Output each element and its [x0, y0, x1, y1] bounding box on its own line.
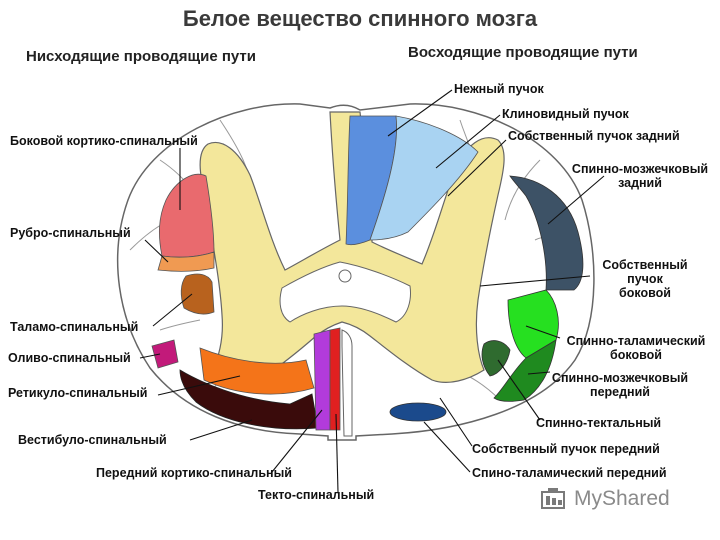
vestibulospinal — [179, 369, 319, 430]
label-anterior-corticospinal: Передний кортико-спинальный — [96, 466, 292, 480]
page-title: Белое вещество спинного мозга — [182, 6, 538, 31]
label-lateral-proper-line1: Собственный — [602, 258, 688, 272]
anterior-spinocerebellar — [493, 339, 557, 402]
posterior-spinocerebellar — [509, 175, 584, 291]
label-cuneate: Клиновидный пучок — [502, 107, 629, 121]
label-lateral-spinothalamic-line1: Спинно-таламический — [566, 334, 706, 348]
label-posterior-spinocerebellar-line2: задний — [618, 176, 662, 190]
label-lateral-spinothalamic: Спинно-таламический боковой — [556, 334, 716, 362]
reticulospinal — [199, 347, 315, 395]
anterior-corticospinal — [313, 329, 331, 431]
anterior-proper-fasciculus — [389, 402, 447, 422]
label-lateral-proper: Собственный пучок боковой — [590, 258, 700, 300]
label-lateral-proper-line2: пучок — [627, 272, 663, 286]
label-anterior-spinocerebellar-line1: Спинно-мозжечковый — [551, 371, 689, 385]
tectospinal — [329, 327, 341, 431]
cuneate-fasciculus — [369, 115, 479, 241]
label-posterior-spinocerebellar: Спинно-мозжечковый задний — [560, 162, 720, 190]
watermark-text: MyShared — [574, 487, 670, 510]
ascending-pathways-title: Восходящие проводящие пути — [408, 44, 638, 61]
label-reticulospinal: Ретикуло-спинальный — [8, 386, 148, 400]
label-posterior-spinocerebellar-line1: Спинно-мозжечковый — [571, 162, 709, 176]
central-commissure — [279, 261, 411, 323]
label-tectospinal: Текто-спинальный — [258, 488, 375, 502]
thalamospinal — [180, 273, 215, 315]
label-anterior-spinocerebellar-line2: передний — [590, 385, 650, 399]
label-olivospinal: Оливо-спинальный — [8, 351, 131, 365]
rubrospinal — [157, 251, 215, 272]
label-lateral-spinothalamic-line2: боковой — [610, 348, 662, 362]
label-vestibulospinal: Вестибуло-спинальный — [18, 433, 167, 447]
label-anterior-spinocerebellar: Спинно-мозжечковый передний — [540, 371, 700, 399]
anterior-median-fissure — [341, 329, 353, 437]
label-thalamospinal: Таламо-спинальный — [10, 320, 139, 334]
label-spinotectal: Спинно-тектальный — [536, 416, 662, 430]
label-lateral-proper-line3: боковой — [619, 286, 671, 300]
label-lateral-corticospinal: Боковой кортико-спинальный — [10, 134, 198, 148]
myshared-logo-icon — [541, 488, 565, 509]
label-rubrospinal: Рубро-спинальный — [10, 226, 131, 240]
central-canal — [338, 269, 352, 283]
olivospinal — [151, 339, 179, 369]
label-gracile: Нежный пучок — [454, 82, 544, 96]
descending-pathways-title: Нисходящие проводящие пути — [26, 48, 256, 65]
label-anterior-proper: Собственный пучок передний — [472, 442, 660, 456]
label-anterior-spinothalamic: Спино-таламический передний — [472, 466, 667, 480]
label-posterior-proper: Собственный пучок задний — [508, 129, 680, 143]
watermark: MyShared — [540, 484, 670, 514]
